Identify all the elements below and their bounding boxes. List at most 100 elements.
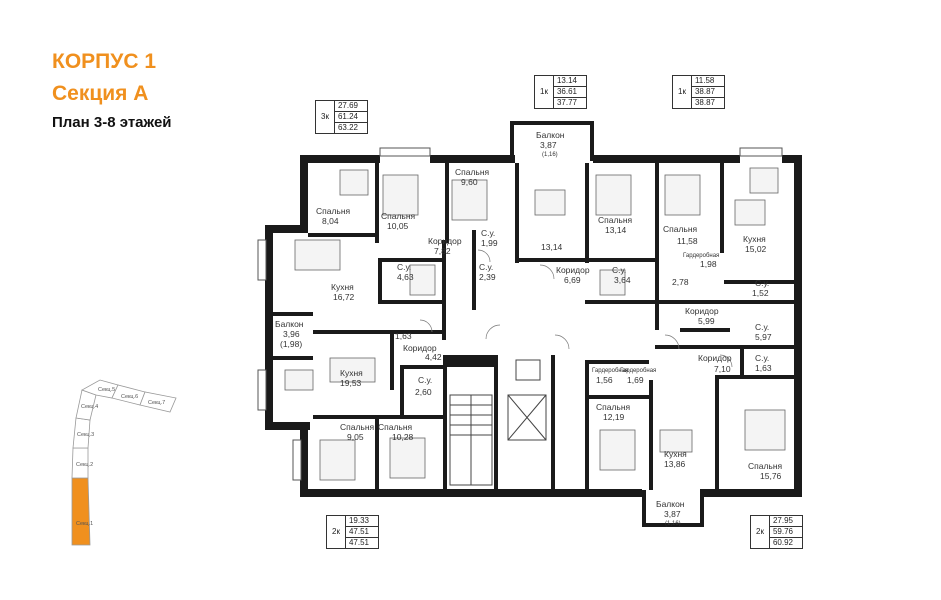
room-name: Спальня xyxy=(378,422,413,432)
legend-type: 1к xyxy=(534,75,553,109)
room-area: 4,42 xyxy=(425,352,442,362)
legend-total: 36.61 xyxy=(553,87,586,98)
room-area: 13,86 xyxy=(664,459,686,469)
keymap-section-1-active xyxy=(71,477,91,546)
keymap-label: Секц.4 xyxy=(81,404,98,410)
room-name: Спальня xyxy=(381,211,416,221)
room-name: С.у. xyxy=(418,375,432,385)
room-area: 13,14 xyxy=(605,225,627,235)
room-area: 13,14 xyxy=(541,242,563,252)
windows xyxy=(257,147,783,481)
keymap-label: Секц.1 xyxy=(76,521,93,527)
room-area: 1,52 xyxy=(752,288,769,298)
room-area: 5,97 xyxy=(755,332,772,342)
room-name: Кухня xyxy=(331,282,354,292)
room-name: С.у. xyxy=(755,322,769,332)
room-name: Кухня xyxy=(340,368,363,378)
room-area: 1,99 xyxy=(481,238,498,248)
room-area: 16,72 xyxy=(333,292,355,302)
room-area: 12,19 xyxy=(603,412,625,422)
elevator xyxy=(507,359,547,441)
room-name: Гардеробная xyxy=(620,368,656,374)
room-area: 1,63 xyxy=(395,331,412,341)
interior-walls xyxy=(273,163,794,490)
room-name: Коридор xyxy=(403,343,437,353)
room-name: С.у. xyxy=(479,262,493,272)
room-name: Спальня xyxy=(455,167,490,177)
room-area: 2,60 xyxy=(415,387,432,397)
room-name: Спальня xyxy=(340,422,375,432)
room-area: 5,99 xyxy=(698,316,715,326)
room-name: Кухня xyxy=(664,449,687,459)
room-area: 3,96 xyxy=(283,329,300,339)
room-area: 1,98 xyxy=(700,259,717,269)
door-swings xyxy=(419,249,733,368)
room-area: 6,69 xyxy=(564,275,581,285)
room-area: 7,10 xyxy=(714,364,731,374)
keymap-label: Секц.7 xyxy=(148,400,165,406)
room-area: 4,63 xyxy=(397,272,414,282)
room-area-extra: (1,16) xyxy=(542,152,558,158)
room-name: С.у. xyxy=(612,265,626,275)
legend-total: 59.76 xyxy=(769,527,802,538)
room-labels: Спальня 8,04 Спальня 10,05 Спальня 9,60 … xyxy=(275,130,783,527)
legend-living: 13.14 xyxy=(553,76,586,87)
room-area: 1,69 xyxy=(627,375,644,385)
room-name: Спальня xyxy=(596,402,631,412)
room-name: Гардеробная xyxy=(592,368,628,374)
room-area: 15,02 xyxy=(745,244,767,254)
room-name: Балкон xyxy=(536,130,565,140)
legend-living: 11.58 xyxy=(691,76,724,87)
room-name: Коридор xyxy=(685,306,719,316)
room-area: 3,64 xyxy=(614,275,631,285)
keymap-label: Секц.3 xyxy=(77,432,94,438)
legend-total-balcony: 38.87 xyxy=(694,98,715,107)
room-name: С.у. xyxy=(397,262,411,272)
legend-living: 19.33 xyxy=(345,516,378,527)
room-name: Спальня xyxy=(663,224,698,234)
room-area: 10,28 xyxy=(392,432,414,442)
room-name: Коридор xyxy=(698,353,732,363)
room-name: Спальня xyxy=(748,461,783,471)
room-area: 3,87 xyxy=(540,140,557,150)
room-name: Спальня xyxy=(316,206,351,216)
keymap-section-7 xyxy=(139,391,177,413)
legend-type: 3к xyxy=(315,100,334,134)
keymap-label: Секц.6 xyxy=(121,394,138,400)
room-area: 7,82 xyxy=(434,246,451,256)
room-area: 15,76 xyxy=(760,471,782,481)
room-area: 2,78 xyxy=(672,277,689,287)
room-area-extra: (1,16) xyxy=(665,521,681,527)
legend-living: 27.95 xyxy=(769,516,802,527)
legend-total: 38.87 xyxy=(691,87,724,98)
room-area: 19,53 xyxy=(340,378,362,388)
plan-title: План 3-8 этажей xyxy=(52,114,172,131)
room-name: С.у. xyxy=(755,353,769,363)
room-name: Спальня xyxy=(598,215,633,225)
room-name: Гардеробная xyxy=(683,253,719,259)
room-area: 1,63 xyxy=(755,363,772,373)
legend-total-balcony: 37.77 xyxy=(556,98,577,107)
room-area: 1,56 xyxy=(596,375,613,385)
room-name: Балкон xyxy=(656,499,685,509)
room-area-extra: (1,98) xyxy=(280,339,302,349)
keymap-label: Секц.5 xyxy=(98,387,115,393)
room-name: Кухня xyxy=(743,234,766,244)
room-name: Коридор xyxy=(428,236,462,246)
building-title: КОРПУС 1 xyxy=(52,50,156,73)
legend-total-balcony: 60.92 xyxy=(772,538,793,547)
legend-total-balcony: 63.22 xyxy=(337,123,358,132)
room-area: 9,05 xyxy=(347,432,364,442)
section-keymap: Секц.1 Секц.2 Секц.3 Секц.4 Секц.5 Секц.… xyxy=(71,379,177,546)
room-area: 3,87 xyxy=(664,509,681,519)
room-area: 10,05 xyxy=(387,221,409,231)
legend-total-balcony: 47.51 xyxy=(348,538,369,547)
furniture xyxy=(284,167,786,481)
room-area: 11,58 xyxy=(677,236,698,246)
legend-total: 47.51 xyxy=(345,527,378,538)
